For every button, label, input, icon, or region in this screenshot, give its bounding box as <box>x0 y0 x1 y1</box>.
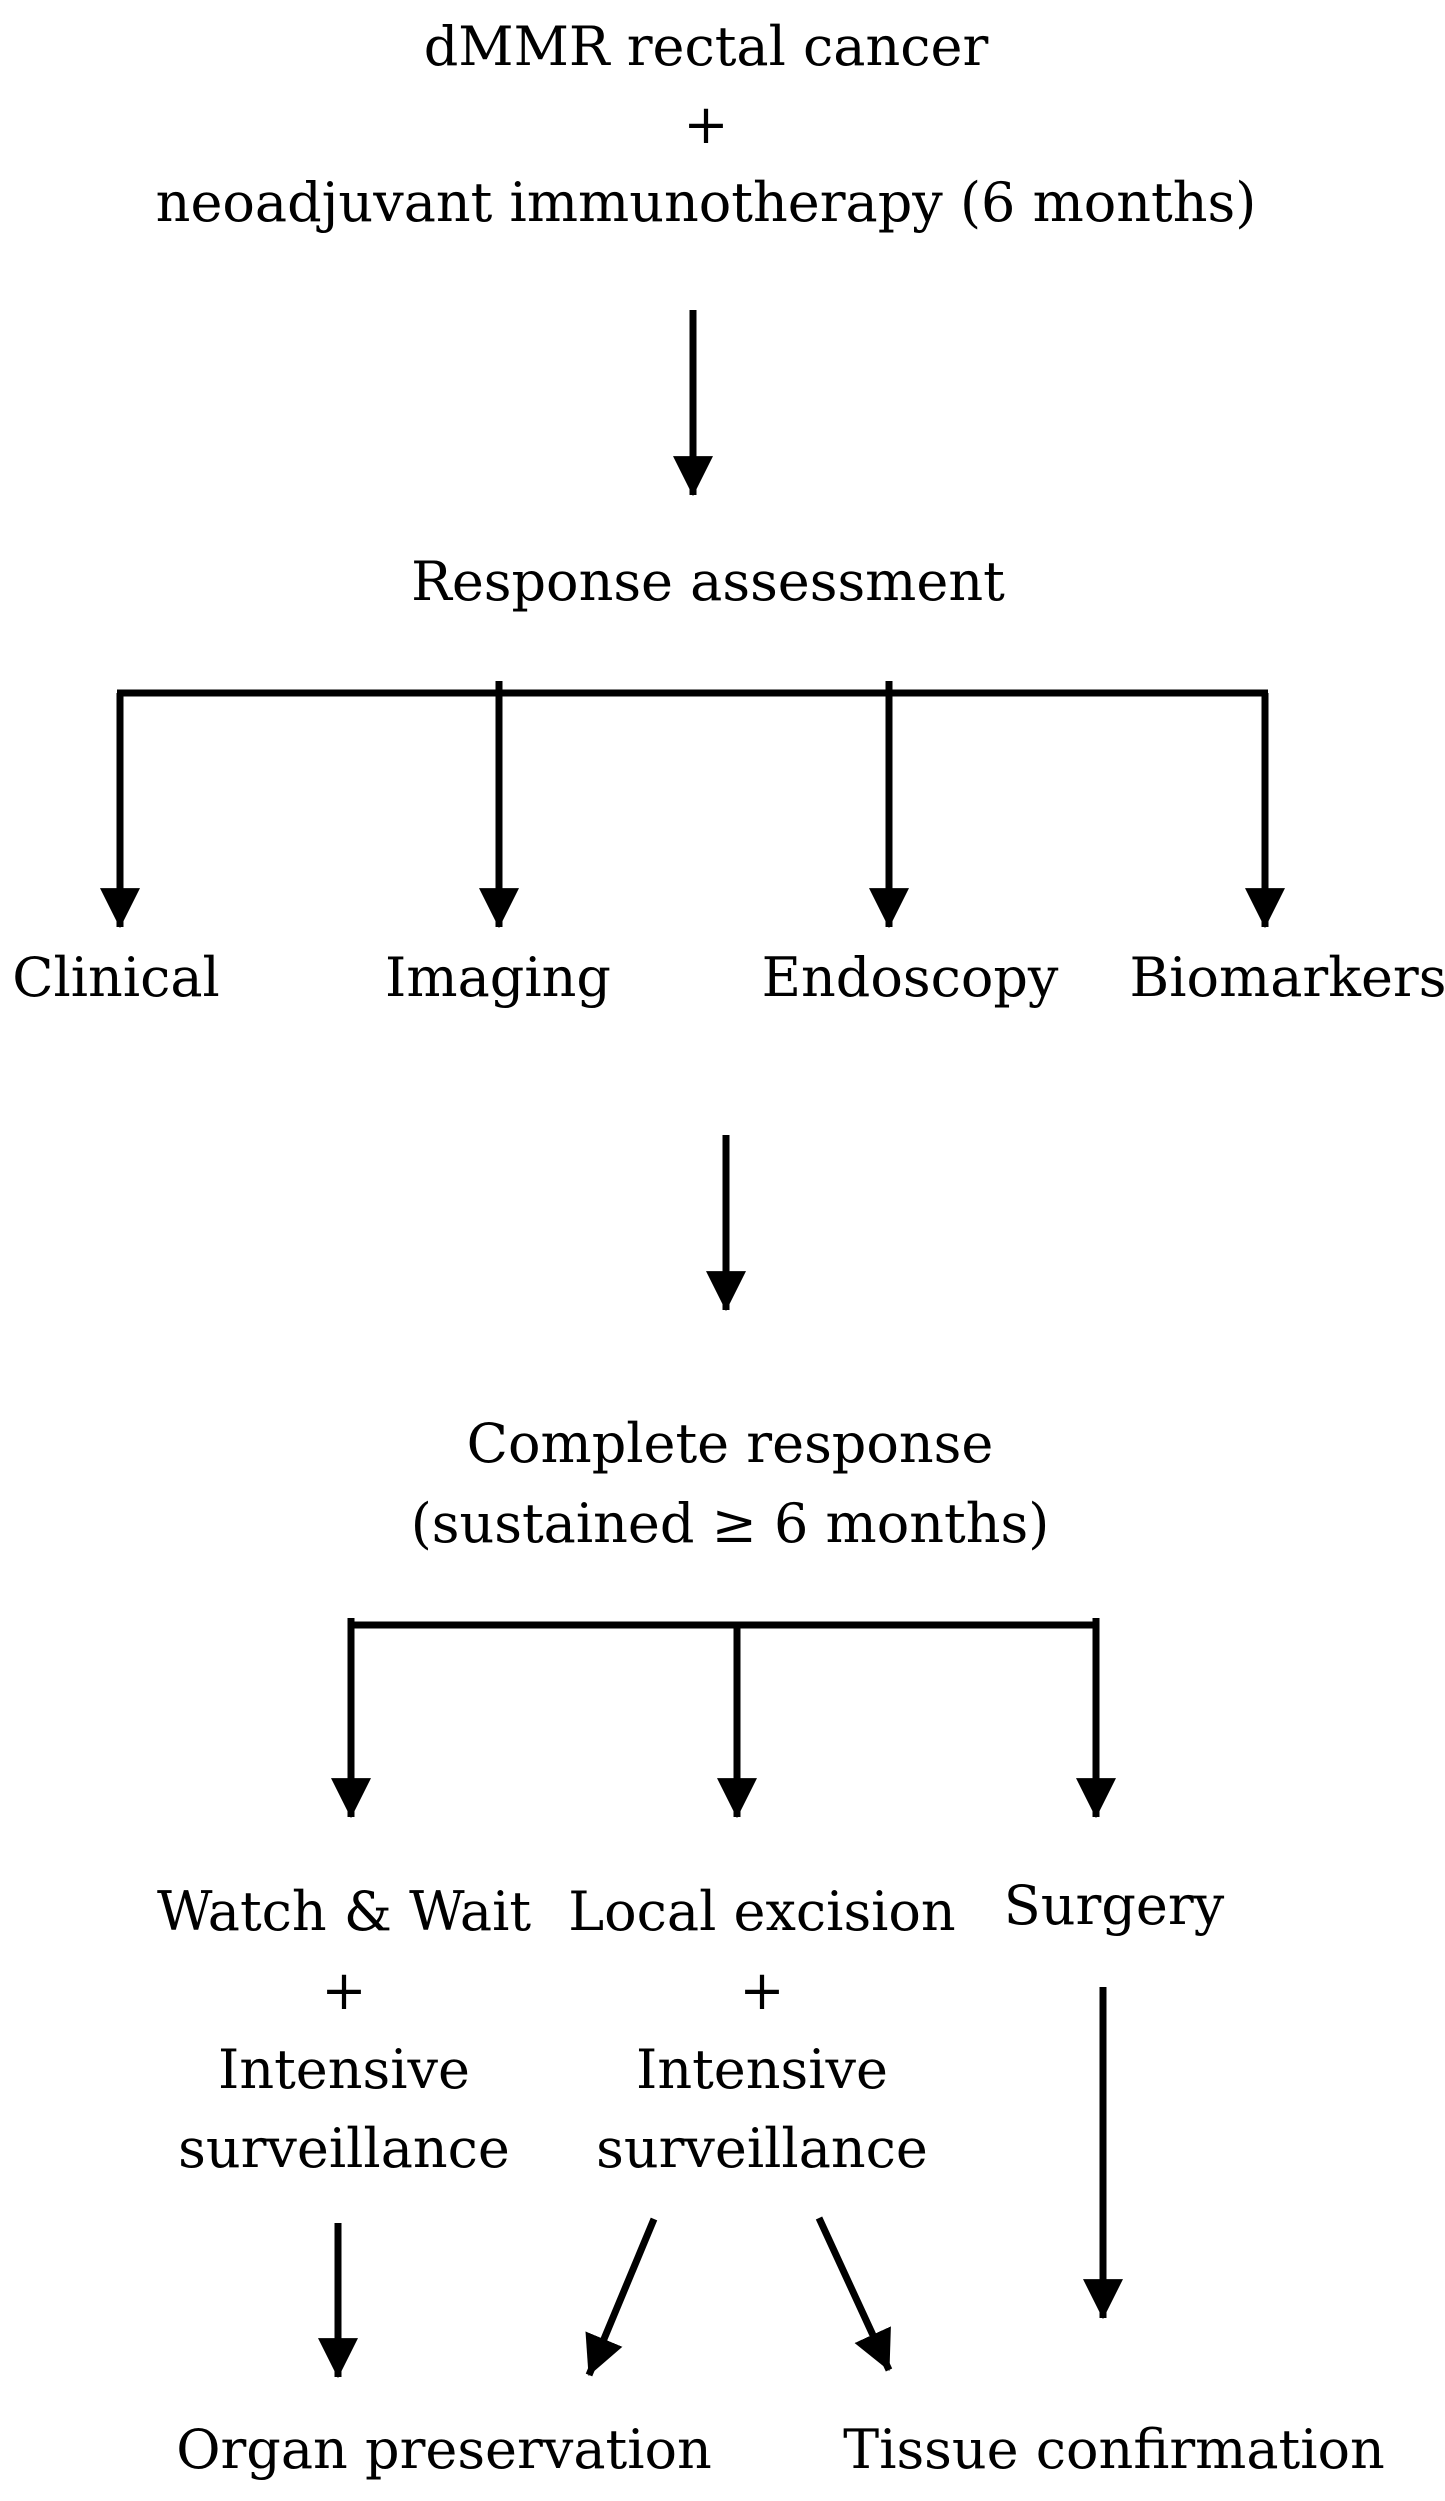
local-excision-plus-sign: + <box>739 1959 785 2022</box>
root-plus-sign: + <box>683 93 729 156</box>
local-excision-label: Local excision <box>568 1880 956 1943</box>
watch-and-wait-adjunct-line1: Intensive <box>217 2038 470 2101</box>
watch-and-wait-label: Watch & Wait <box>156 1880 532 1943</box>
node-response-assessment: Response assessment <box>411 550 1005 613</box>
node-clinical: Clinical <box>12 946 220 1009</box>
local-excision-adjunct-line1: Intensive <box>635 2038 888 2101</box>
root-treatment-label: neoadjuvant immunotherapy (6 months) <box>155 171 1257 234</box>
node-complete-response: Complete response (sustained ≥ 6 months) <box>411 1404 1050 1564</box>
node-local-excision: Local excision + Intensive surveillance <box>568 1872 955 2188</box>
arrow-local-excision-to-organ-preservation <box>585 2217 658 2377</box>
node-endoscopy: Endoscopy <box>761 946 1059 1009</box>
node-surgery: Surgery <box>1003 1874 1225 1937</box>
node-tissue-confirmation: Tissue confirmation <box>843 2418 1385 2481</box>
node-biomarkers: Biomarkers <box>1129 946 1445 1009</box>
node-organ-preservation: Organ preservation <box>176 2418 712 2481</box>
node-imaging: Imaging <box>385 946 611 1009</box>
node-watch-and-wait: Watch & Wait + Intensive surveillance <box>157 1872 531 2188</box>
node-root: dMMR rectal cancer + neoadjuvant immunot… <box>156 8 1257 242</box>
complete-response-duration: (sustained ≥ 6 months) <box>410 1492 1050 1555</box>
watch-and-wait-plus-sign: + <box>321 1959 367 2022</box>
arrow-local-excision-to-tissue-confirmation <box>815 2216 893 2372</box>
complete-response-label: Complete response <box>466 1412 994 1475</box>
watch-and-wait-adjunct-line2: surveillance <box>178 2117 510 2180</box>
root-condition-label: dMMR rectal cancer <box>423 15 989 78</box>
local-excision-adjunct-line2: surveillance <box>596 2117 928 2180</box>
